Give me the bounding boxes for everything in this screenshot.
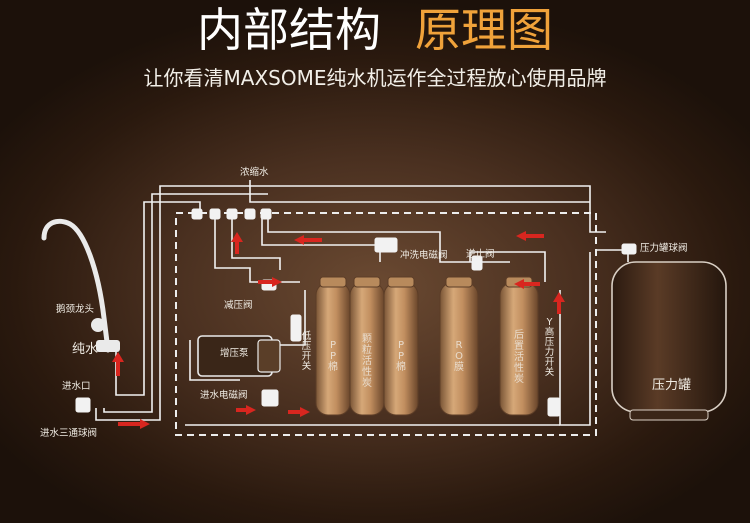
label-filter-pp2: PP棉 [396,340,406,373]
arrow-up-2 [553,292,565,314]
label-inlet-tee-ball-valve: 进水三通球阀 [40,428,98,439]
arrow-left-1 [294,235,322,245]
label-inlet-solenoid: 进水电磁阀 [200,390,248,401]
valve-2 [209,208,221,220]
high-pressure-switch-body [547,397,561,417]
page-subtitle: 让你看清MAXSOME纯水机运作全过程放心使用品牌 [143,66,607,90]
label-filter-granular-carbon: 颗粒活性炭 [362,334,372,389]
label-high-pressure-switch: Y高压力开关 [544,317,555,378]
valve-4 [244,208,256,220]
pipe-pump-loop [189,340,240,381]
low-pressure-switch-body [290,314,302,342]
flow-arrows [112,231,565,429]
booster-pump-motor [257,339,281,373]
title-schematic: 原理图 [415,3,553,57]
valve-cluster [75,208,637,417]
label-filter-post-carbon: 后置活性炭 [514,330,524,385]
arrow-left-2 [516,231,544,241]
valve-3 [226,208,238,220]
machine-outline [175,212,597,436]
pipe-second-loop [103,193,268,413]
arrow-up-faucet [112,352,124,376]
faucet-base [96,340,120,352]
flush-solenoid-valve [374,237,398,253]
label-flush-solenoid: 冲洗电磁阀 [400,250,448,261]
filter-ro-cap [445,276,473,288]
label-low-pressure-switch: 低压开关 [301,331,312,372]
inlet-solenoid-body [261,389,279,407]
label-gooseneck-faucet: 鹅颈龙头 [56,304,95,315]
label-pressure-reducing-valve: 减压阀 [224,300,253,311]
page-title: 内部结构原理图 [0,0,750,62]
valve-5 [260,208,272,220]
filter-carbon-cap [353,276,381,288]
arrow-right-bottom [288,407,310,417]
label-check-valve: 逆止阀 [466,249,495,260]
filter-cartridges [315,276,539,416]
filter-pp2-cap [387,276,415,288]
label-filter-ro: RO膜 [454,340,464,373]
label-pure-water: 纯水 [72,342,99,357]
pipe-check-line [469,251,546,282]
pipe-top-inner [214,218,300,283]
label-tank-ball-valve: 压力罐球阀 [640,243,688,254]
arrow-right-solenoid [236,405,256,415]
gooseneck-faucet [41,218,111,353]
pipe-faucet-feed [115,201,201,396]
label-booster-pump: 增压泵 [220,348,249,359]
label-filter-pp1: PP棉 [328,340,338,373]
filter-pp1-cap [319,276,347,288]
label-pressure-tank: 压力罐 [652,378,692,393]
check-valve-body [471,255,483,271]
pipe-inner-a [231,218,281,270]
faucet-handle [91,318,105,332]
pipe-right-down [559,252,591,426]
pipes [95,180,629,426]
arrow-left-3 [514,279,540,289]
pipe-inner-c [261,218,381,262]
label-water-inlet: 进水口 [62,381,91,392]
arrow-up-1 [231,232,243,254]
arrow-right-1 [258,277,282,287]
pipe-pump-out [280,290,306,346]
arrow-right-inlet [118,419,150,429]
inlet-tee-valve-body [75,397,91,413]
tank-ball-valve-body [621,243,637,255]
pipe-concentrate-line [249,180,590,203]
pipe-outer-loop [95,185,606,421]
valve-1 [191,208,203,220]
pipe-inner-b [267,218,510,263]
label-concentrate-water: 浓缩水 [240,167,269,178]
title-internal-structure: 内部结构 [197,3,381,57]
pressure-tank-foot [629,409,709,421]
